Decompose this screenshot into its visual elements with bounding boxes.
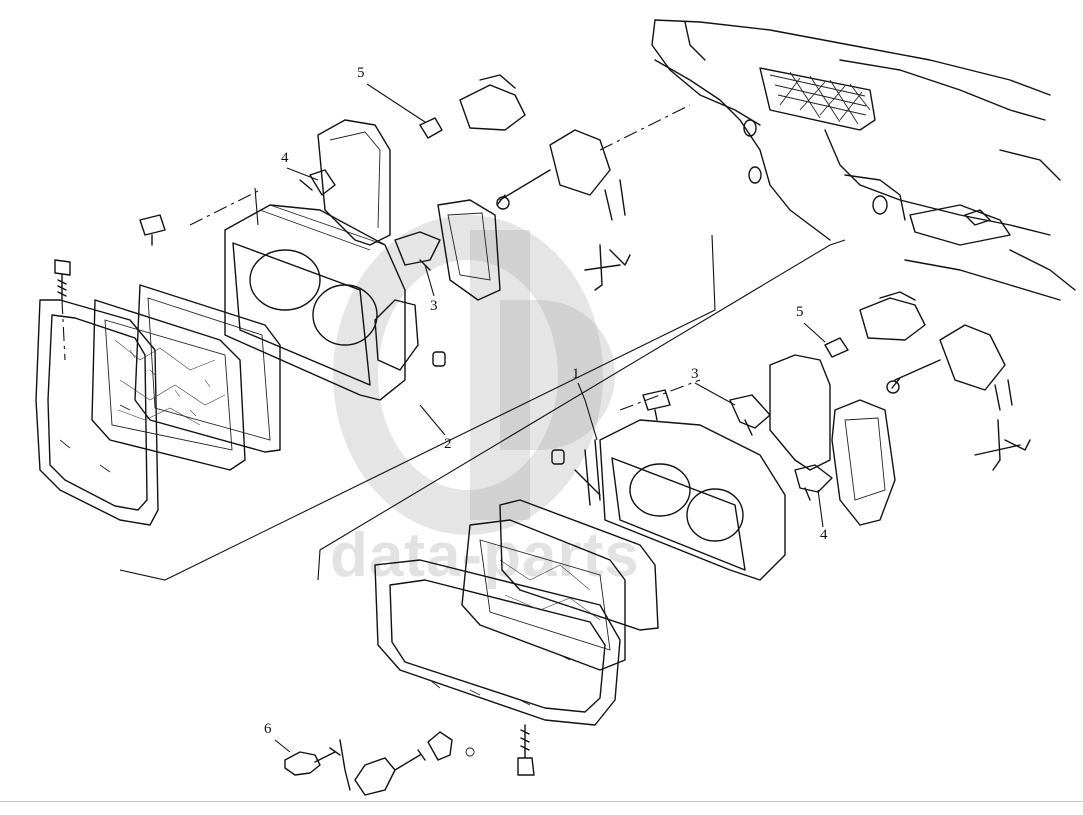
left-bulb-and-motor-parts [299, 74, 631, 301]
callout-4-right: 4 [820, 527, 828, 543]
callout-leaders [274, 83, 826, 753]
left-headlamp-assembly [35, 204, 446, 526]
centerline-left-upper [599, 104, 691, 151]
callout-6: 6 [264, 721, 272, 737]
group-bracket-2-top [254, 187, 259, 226]
bottom-bulb-parts [284, 724, 535, 796]
vehicle-front-body [651, 19, 1076, 301]
watermark-text: data-parts [330, 521, 640, 590]
right-bulb-and-motor-parts [729, 291, 1031, 526]
callout-1: 1 [572, 366, 580, 382]
callout-4-left: 4 [281, 150, 289, 166]
right-headlamp-assembly [374, 389, 786, 726]
bottom-divider [0, 801, 1083, 802]
centerline-right [619, 379, 701, 411]
callout-5-right: 5 [796, 304, 804, 320]
group-bracket-1 [317, 239, 846, 581]
callout-3-right: 3 [691, 366, 699, 382]
group-bracket-2 [119, 234, 716, 581]
callout-5-left: 5 [357, 65, 365, 81]
callout-3-left: 3 [430, 298, 438, 314]
callout-2: 2 [444, 436, 452, 452]
centerline-left [189, 189, 261, 226]
